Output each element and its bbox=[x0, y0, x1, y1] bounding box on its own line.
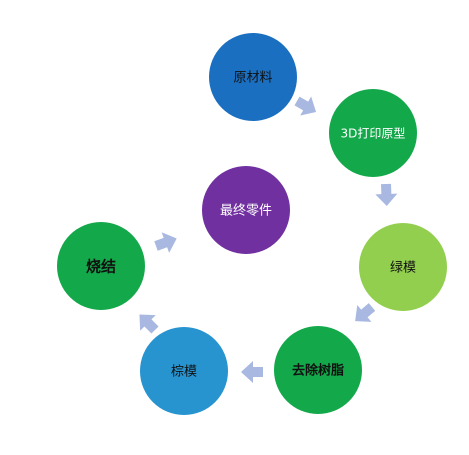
node-circle bbox=[140, 327, 228, 415]
node-circle bbox=[274, 326, 362, 414]
node-label: 棕模 bbox=[171, 365, 197, 380]
node-final-part: 最终零件 bbox=[202, 166, 290, 254]
node-label: 3D打印原型 bbox=[341, 127, 406, 141]
node-sintering: 烧结 bbox=[57, 222, 145, 310]
arrow-3d-print-to-green-mold bbox=[375, 183, 398, 206]
node-circle bbox=[57, 222, 145, 310]
arrow-green-mold-to-remove-resin bbox=[355, 303, 376, 322]
node-label: 原材料 bbox=[233, 71, 272, 86]
node-circle bbox=[359, 223, 447, 311]
arrow-brown-mold-to-sintering bbox=[139, 314, 159, 334]
node-brown-mold: 棕模 bbox=[140, 327, 228, 415]
node-label: 绿模 bbox=[390, 261, 416, 276]
node-label: 去除树脂 bbox=[292, 363, 344, 379]
node-label: 烧结 bbox=[86, 258, 116, 276]
arrow-remove-resin-to-brown-mold bbox=[241, 361, 263, 383]
arrow-sintering-to-final-part bbox=[154, 232, 177, 253]
arrow-raw-material-to-3d-print bbox=[294, 96, 317, 116]
node-raw-material: 原材料 bbox=[209, 33, 297, 121]
node-remove-resin: 去除树脂 bbox=[274, 326, 362, 414]
node-circle bbox=[329, 89, 417, 177]
node-label: 最终零件 bbox=[220, 203, 272, 219]
node-circle bbox=[202, 166, 290, 254]
node-circle bbox=[209, 33, 297, 121]
node-green-mold: 绿模 bbox=[359, 223, 447, 311]
node-3d-print-prototype: 3D打印原型 bbox=[329, 89, 417, 177]
arrows-layer bbox=[139, 96, 398, 383]
